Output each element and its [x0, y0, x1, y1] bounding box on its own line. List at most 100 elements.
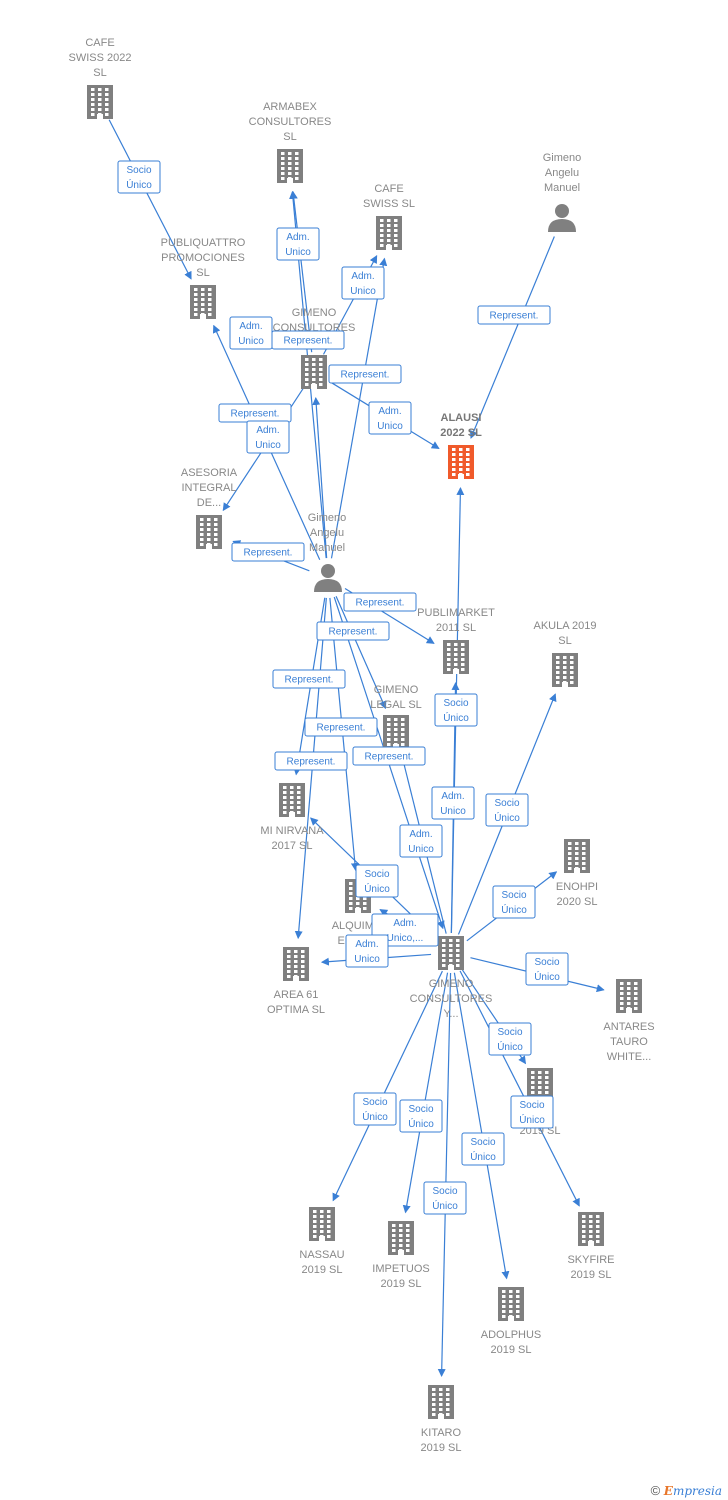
edge-label-box [431, 786, 475, 820]
edge-label[interactable]: Adm.Unico [368, 401, 412, 435]
edge-label-text: Unico [377, 421, 403, 432]
node-label-line: GIMENO [292, 307, 337, 319]
edge-label-text: Unico,... [387, 933, 424, 944]
edge-label[interactable]: Represent. [272, 669, 346, 689]
edge-label[interactable]: Adm.Unico [345, 934, 389, 968]
node-label-line: Manuel [309, 542, 345, 554]
edge-label-text: Adm. [286, 232, 309, 243]
node-label-line: 2020 SL [557, 896, 598, 908]
edge-label[interactable]: Represent. [231, 542, 305, 562]
edge-label[interactable]: Adm.Unico [246, 420, 290, 454]
edge-label-text: Adm. [256, 425, 279, 436]
node-label-line: 2019 SL [571, 1269, 612, 1281]
building-icon [301, 355, 327, 389]
node-label-line: ENOHPI [556, 881, 598, 893]
edge-label[interactable]: Represent. [304, 717, 378, 737]
edge-label-text: Socio [494, 798, 519, 809]
edge-label[interactable]: Represent. [352, 746, 426, 766]
node-label-line: Angelu [545, 167, 579, 179]
node-label-line: SL [558, 635, 571, 647]
brand-logo[interactable]: Empresia [664, 1484, 722, 1498]
edge-label-text: Socio [470, 1137, 495, 1148]
node-gimcy[interactable]: GIMENOCONSULTORESY... [410, 936, 493, 1020]
node-label-line: PUBLIMARKET [417, 607, 495, 619]
node-label-line: ASESORIA [181, 467, 238, 479]
person-icon [548, 204, 576, 232]
edge-label-text: Represent. [285, 675, 334, 686]
node-enohpi[interactable]: ENOHPI 2020 SL [556, 839, 598, 908]
edge-labels-layer: SocioÚnicoAdm.UnicoAdm.UnicoRepresent.Ad… [117, 160, 569, 1215]
edge-label[interactable]: Represent. [477, 305, 551, 325]
edge-label-box [328, 364, 402, 384]
footer-credit: © Empresia [651, 1483, 722, 1498]
node-antares[interactable]: ANTARESTAUROWHITE... [603, 979, 655, 1063]
node-label-line: ALAUSI [441, 412, 482, 424]
building-icon [498, 1287, 524, 1321]
edge-label-box [355, 864, 399, 898]
edge-label[interactable]: Represent. [274, 751, 348, 771]
edge-label-text: Socio [126, 165, 151, 176]
edge-label[interactable]: Adm.Unico [276, 227, 320, 261]
edge-label-box [492, 885, 536, 919]
edge-label-text: Único [432, 1199, 458, 1212]
edge-gimcy-to-impetuos [402, 972, 449, 1214]
edge-label[interactable]: Represent. [328, 364, 402, 384]
edge-label[interactable]: Represent. [343, 592, 417, 612]
building-icon [388, 1221, 414, 1255]
edge-label-text: Adm. [355, 939, 378, 950]
building-icon [438, 936, 464, 970]
edge-label-text: Único [364, 882, 390, 895]
edge-label-text: Unico [238, 336, 264, 347]
edge-label[interactable]: Adm.Unico [229, 316, 273, 350]
edge-label-text: Único [519, 1113, 545, 1126]
edge-label-text: Socio [497, 1027, 522, 1038]
edge-label[interactable]: Represent. [271, 330, 345, 350]
edge-label[interactable]: Adm.Unico [341, 266, 385, 300]
node-label-line: KITARO [421, 1427, 462, 1439]
edge-label-text: Único [408, 1117, 434, 1130]
node-label-line: OPTIMA SL [267, 1004, 325, 1016]
edge-label-text: Socio [501, 890, 526, 901]
node-label-line: PROMOCIONES [161, 252, 245, 264]
edge-label[interactable]: Represent. [316, 621, 390, 641]
edge-label[interactable]: Adm.Unico [399, 824, 443, 858]
node-label-line: CONSULTORES [249, 116, 332, 128]
edge-label-box [368, 401, 412, 435]
edge-label-box [345, 934, 389, 968]
edge-label[interactable]: Adm.Unico [431, 786, 475, 820]
edge-label[interactable]: Represent. [218, 403, 292, 423]
edge-label-text: Socio [534, 957, 559, 968]
node-asesoria[interactable]: ASESORIAINTEGRALDE... [181, 467, 238, 549]
